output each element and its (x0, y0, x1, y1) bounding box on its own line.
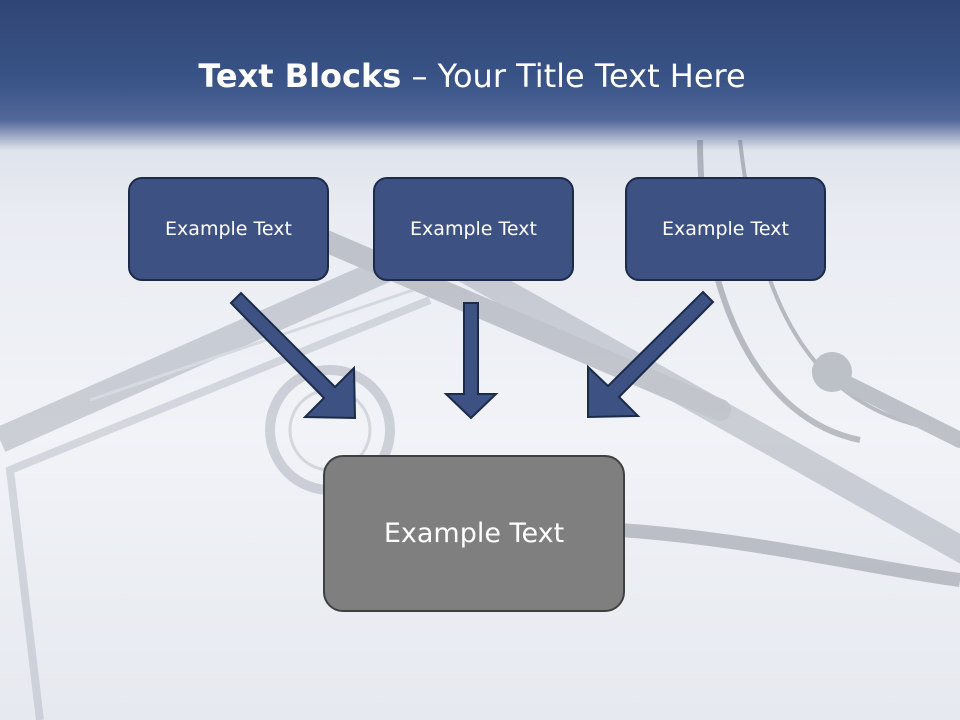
title-bold-part: Text Blocks (198, 57, 402, 95)
arrow-down (443, 302, 499, 420)
text-block-right-label: Example Text (662, 218, 789, 240)
title-rest-part: – Your Title Text Here (401, 57, 746, 95)
title-bar (0, 0, 960, 150)
text-block-middle[interactable]: Example Text (373, 177, 574, 281)
text-block-left-label: Example Text (165, 218, 292, 240)
text-block-left[interactable]: Example Text (128, 177, 329, 281)
arrow-down-right (229, 291, 357, 420)
center-text-block-label: Example Text (383, 518, 565, 549)
text-block-middle-label: Example Text (410, 218, 537, 240)
arrow-down-left (587, 290, 715, 419)
text-block-right[interactable]: Example Text (625, 177, 826, 281)
slide-title: Text Blocks – Your Title Text Here (0, 54, 944, 98)
center-text-block[interactable]: Example Text (323, 455, 625, 612)
